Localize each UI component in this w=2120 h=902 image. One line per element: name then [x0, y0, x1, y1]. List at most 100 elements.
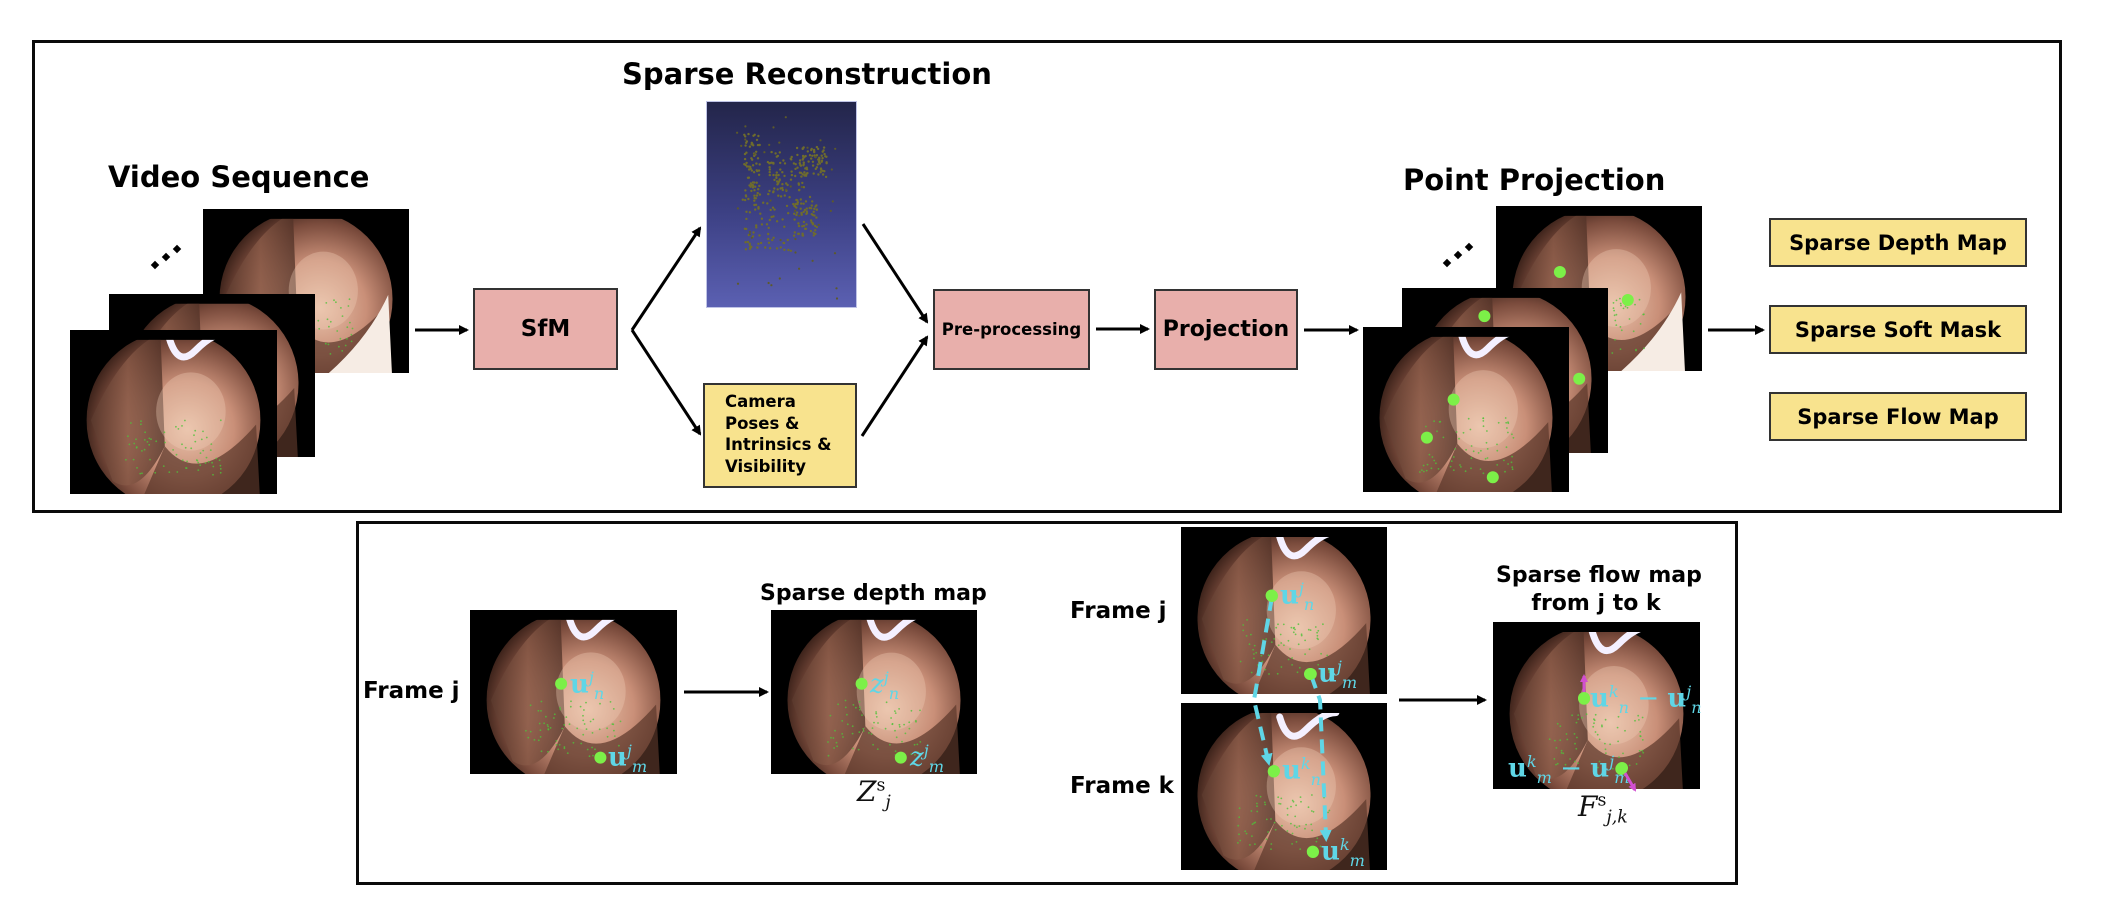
- cloud-point: [811, 223, 815, 226]
- cloud-point: [815, 208, 818, 211]
- projected-point: [855, 677, 868, 690]
- cloud-point: [782, 159, 785, 162]
- cloud-point: [830, 168, 833, 171]
- cloud-point: [764, 246, 767, 249]
- cloud-point: [778, 277, 781, 280]
- cloud-point: [795, 198, 798, 202]
- cloud-point: [757, 169, 761, 172]
- cloud-point: [792, 162, 796, 165]
- cloud-point: [775, 174, 778, 177]
- point-label-z-m-j: zjm: [910, 741, 944, 776]
- cloud-point: [740, 144, 743, 147]
- cloud-point: [768, 173, 771, 177]
- cloud-point: [758, 163, 761, 166]
- cloud-point: [756, 191, 759, 195]
- cloud-point: [770, 284, 773, 287]
- flow-label-n: ukn − ujn: [1590, 682, 1702, 717]
- cloud-point: [757, 188, 760, 191]
- cloud-point: [794, 163, 797, 166]
- cloud-point: [807, 160, 810, 163]
- cloud-point: [741, 198, 744, 201]
- cloud-point: [778, 179, 781, 182]
- camera-params-box: Camera Poses & Intrinsics & Visibility: [703, 383, 857, 488]
- cloud-point: [752, 171, 756, 174]
- cloud-point: [750, 169, 754, 172]
- cloud-point: [821, 173, 825, 176]
- projected-point: [1578, 692, 1591, 705]
- cloud-point: [781, 218, 784, 221]
- projected-point: [1306, 845, 1319, 858]
- cloud-point: [818, 158, 821, 162]
- cloud-point: [790, 170, 793, 173]
- cloud-point: [799, 164, 803, 167]
- cloud-point: [802, 161, 805, 164]
- cloud-point: [810, 147, 813, 151]
- cloud-point: [768, 171, 771, 174]
- video-sequence-title: Video Sequence: [108, 160, 370, 194]
- cloud-point: [779, 161, 782, 165]
- cloud-point: [751, 186, 755, 189]
- cloud-point: [751, 142, 754, 145]
- cloud-point: [755, 169, 758, 172]
- cloud-point: [829, 209, 832, 212]
- projection-box: Projection: [1154, 289, 1298, 370]
- cloud-point: [772, 215, 775, 218]
- cloud-point: [769, 199, 772, 202]
- cloud-point: [813, 207, 816, 210]
- cloud-point: [775, 180, 779, 183]
- cloud-point: [801, 225, 804, 228]
- cloud-point: [736, 131, 739, 134]
- cloud-point: [785, 204, 789, 208]
- cloud-point: [803, 208, 807, 212]
- cloud-point: [797, 232, 800, 235]
- cloud-point: [794, 202, 797, 206]
- cloud-point: [804, 167, 807, 170]
- cloud-point: [754, 185, 757, 188]
- cloud-point: [833, 252, 837, 255]
- cloud-point: [776, 182, 780, 185]
- projected-point: [1304, 668, 1317, 680]
- preprocessing-box: Pre-processing: [933, 289, 1090, 370]
- cloud-point: [755, 226, 758, 229]
- cloud-point: [757, 134, 760, 138]
- cloud-point: [815, 154, 819, 157]
- ellipsis-icon: [1442, 230, 1482, 270]
- frame-j-image: [470, 610, 677, 774]
- cloud-point: [815, 166, 819, 169]
- projected-point: [1265, 589, 1278, 602]
- projected-point: [1447, 393, 1460, 406]
- cloud-point: [822, 149, 825, 152]
- cloud-point: [794, 209, 797, 212]
- cloud-point: [799, 198, 802, 201]
- projected-point: [1553, 266, 1566, 278]
- cloud-point: [769, 208, 772, 212]
- cloud-point: [755, 150, 758, 153]
- cloud-point: [799, 207, 802, 210]
- cloud-point: [817, 173, 820, 176]
- cloud-point: [772, 126, 775, 129]
- cloud-point: [748, 230, 751, 233]
- cloud-point: [773, 178, 776, 182]
- cloud-point: [805, 223, 808, 226]
- cloud-point: [772, 173, 775, 177]
- cloud-point: [754, 203, 758, 206]
- cloud-point: [751, 164, 755, 167]
- cloud-point: [790, 158, 793, 161]
- cloud-point: [785, 188, 788, 191]
- cloud-point: [835, 287, 838, 290]
- point-label-u-m-k-flow: ukm: [1321, 835, 1365, 870]
- cloud-point: [774, 152, 777, 155]
- cloud-point: [796, 203, 799, 206]
- cloud-point: [772, 161, 775, 165]
- cloud-point: [790, 173, 794, 177]
- cloud-point: [750, 189, 753, 193]
- cloud-point: [753, 153, 756, 156]
- cloud-point: [800, 175, 803, 178]
- cloud-point: [802, 210, 805, 214]
- cloud-point: [798, 159, 802, 162]
- cloud-point: [753, 133, 756, 136]
- cloud-point: [810, 157, 813, 160]
- sparse-flow-map-title-line1: Sparse flow map: [1496, 563, 1702, 588]
- cloud-point: [744, 241, 747, 244]
- cloud-point: [800, 211, 803, 215]
